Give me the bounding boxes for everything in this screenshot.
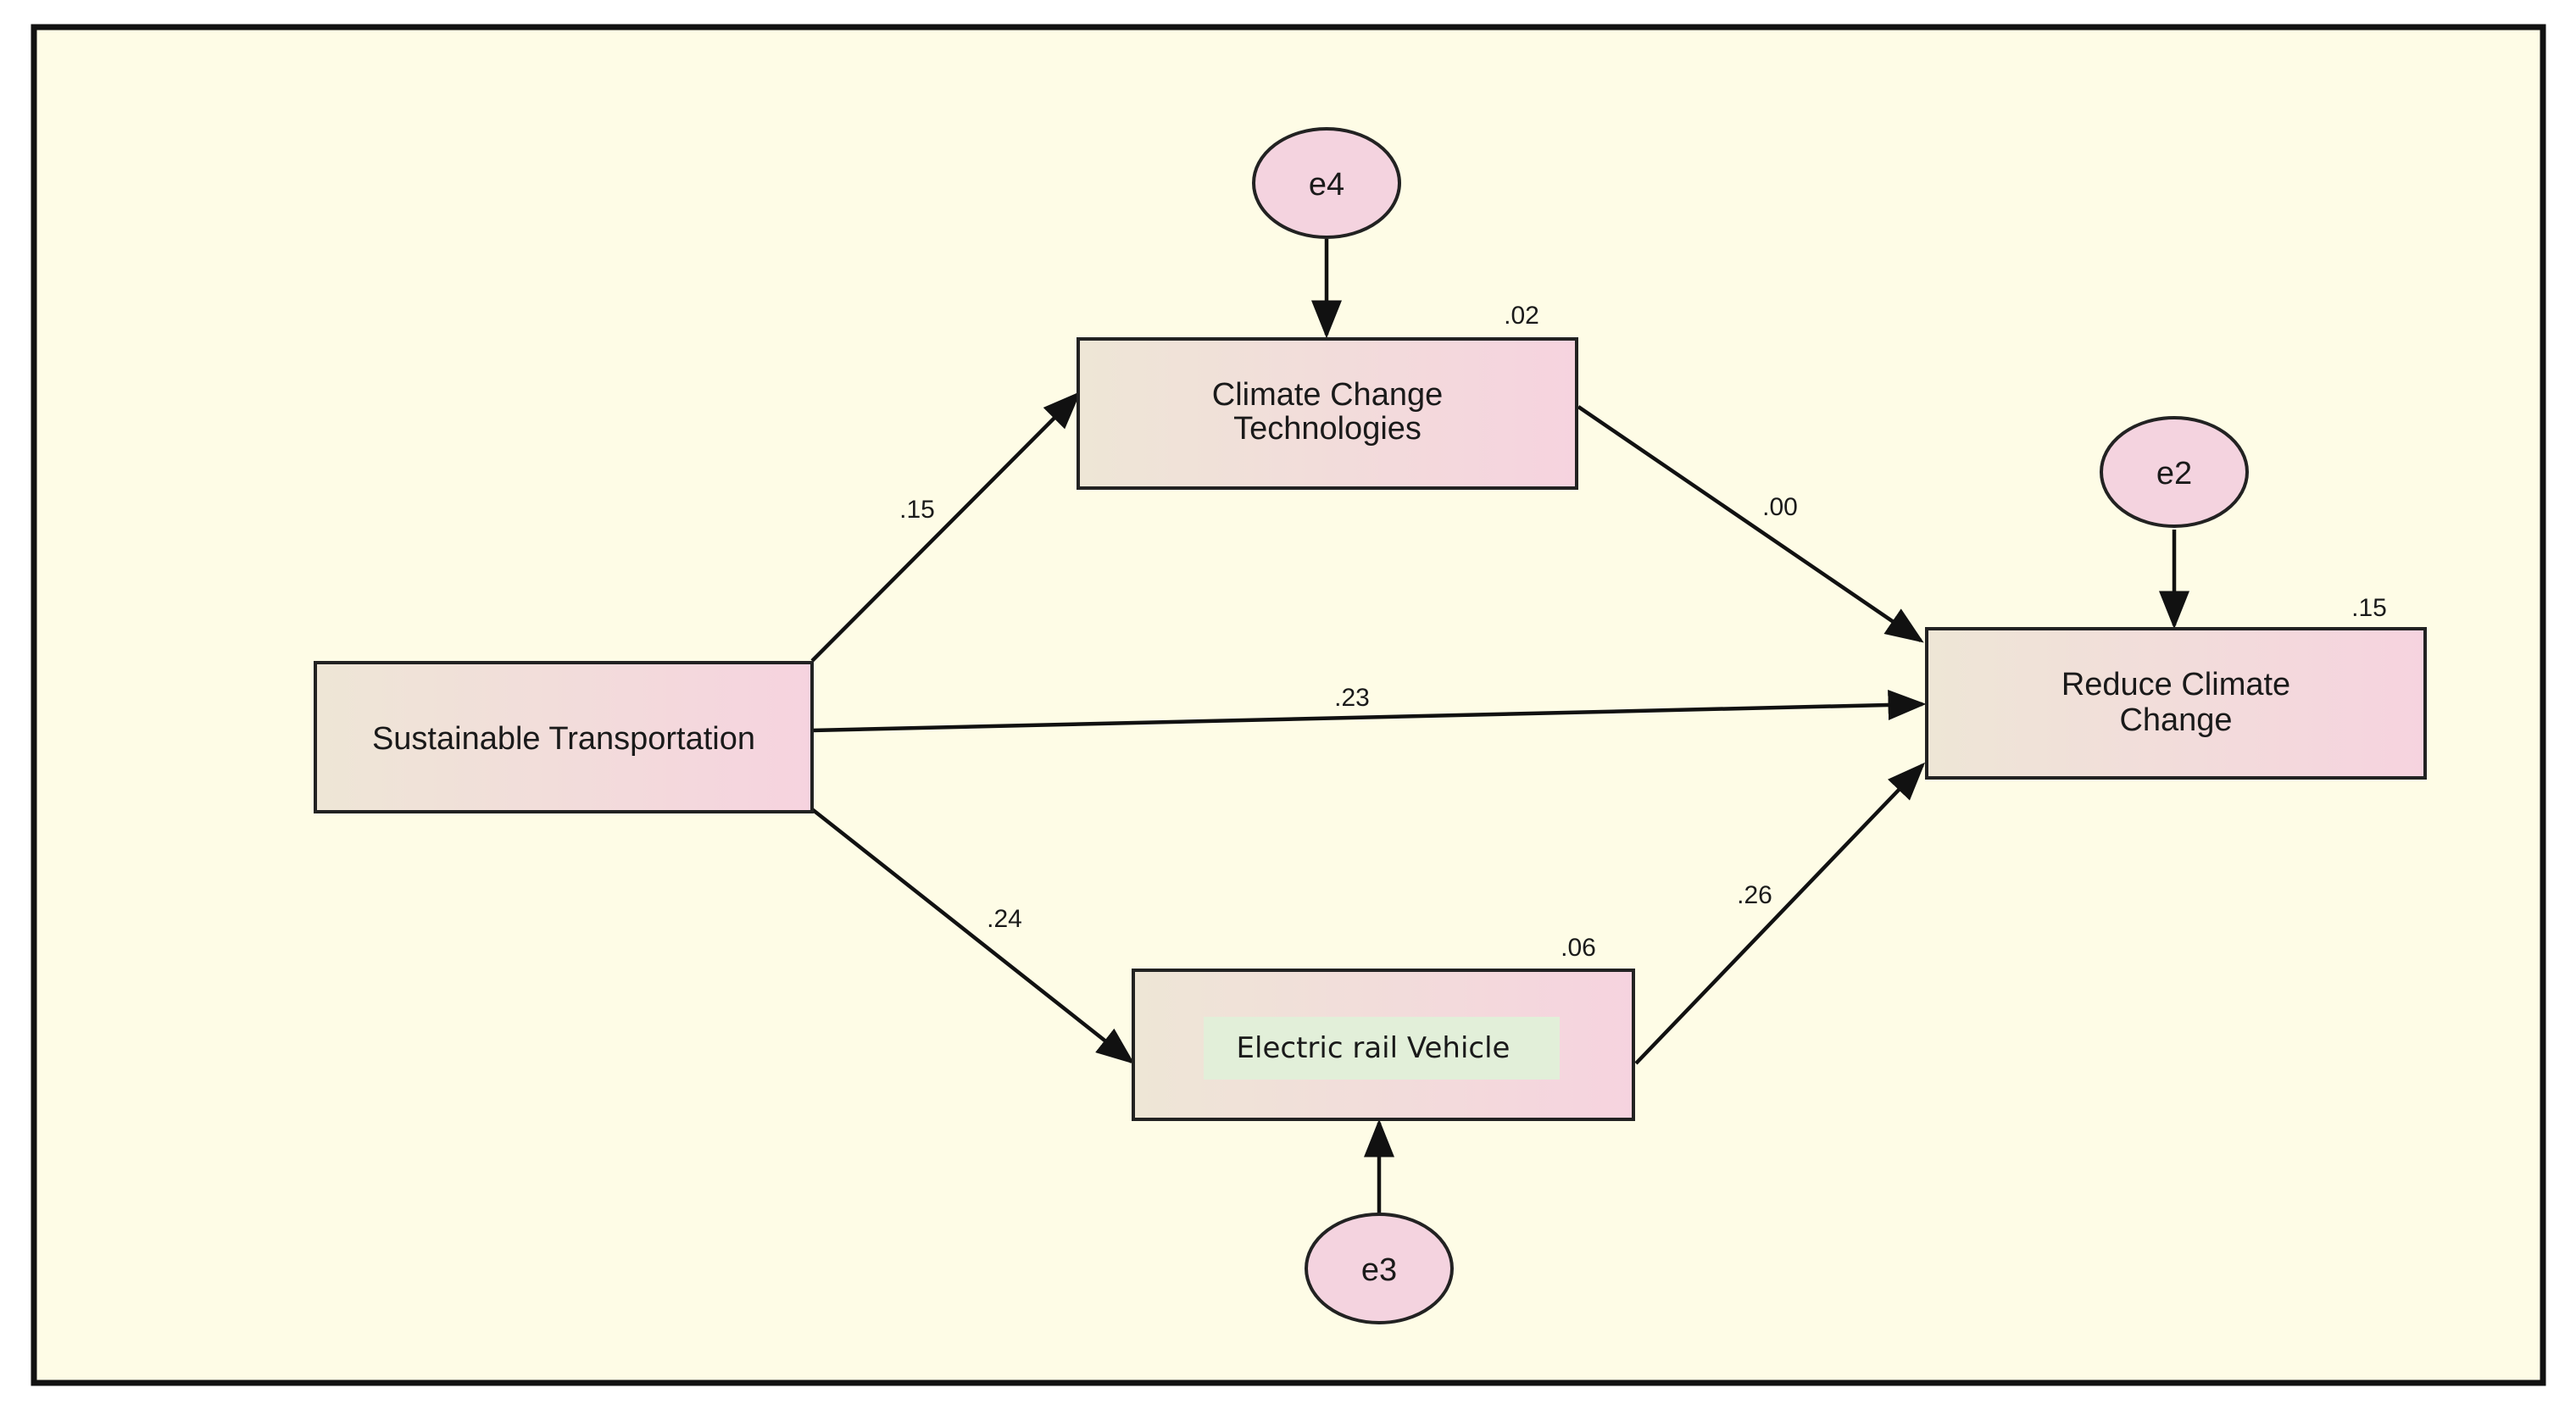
coef-st-to-cct: .15	[899, 496, 935, 524]
label-e2: e2	[2156, 456, 2192, 491]
arrow-st-to-erv	[810, 808, 1135, 1064]
circle-e4	[1252, 127, 1401, 239]
label-climate-change-technologies-line1: Climate Change	[1212, 377, 1443, 413]
inner-label-background	[1204, 1017, 1560, 1080]
coef-st-to-rcc: .23	[1334, 684, 1370, 712]
arrow-st-to-cct	[810, 391, 1082, 663]
node-climate-change-technologies: Climate Change Technologies .02	[1077, 302, 1578, 490]
arrow-cct-to-rcc	[1577, 405, 1924, 643]
box-sustainable-transportation	[314, 661, 814, 813]
label-climate-change-technologies-line2: Technologies	[1233, 411, 1422, 447]
r2-reduce-climate-change: .15	[2351, 594, 2387, 622]
r2-climate-change-technologies: .02	[1504, 302, 1539, 330]
circle-e2	[2100, 416, 2249, 528]
label-sustainable-transportation: Sustainable Transportation	[372, 721, 755, 757]
label-reduce-climate-change-line1: Reduce Climate	[2061, 667, 2290, 702]
coef-cct-to-rcc: .00	[1762, 493, 1798, 521]
coef-erv-to-rcc: .26	[1737, 881, 1772, 909]
circle-e3	[1305, 1213, 1454, 1324]
label-electric-rail-vehicle: Electric rail Vehicle	[1237, 1031, 1511, 1065]
label-e3: e3	[1361, 1252, 1397, 1288]
error-e3: e3	[1305, 1213, 1454, 1324]
error-e4: e4	[1252, 127, 1401, 239]
box-reduce-climate-change	[1925, 627, 2427, 780]
r2-electric-rail-vehicle: .06	[1561, 934, 1596, 962]
path-coefficients: .15 .00 .23 .24 .26	[899, 493, 1798, 933]
box-climate-change-technologies	[1077, 337, 1578, 490]
error-e2: e2	[2100, 416, 2249, 528]
node-reduce-climate-change: Reduce Climate Change .15	[1925, 594, 2427, 780]
arrow-erv-to-rcc	[1634, 762, 1926, 1065]
path-arrows	[810, 239, 2189, 1213]
label-reduce-climate-change-line2: Change	[2119, 702, 2232, 738]
label-e4: e4	[1309, 167, 1344, 203]
node-electric-rail-vehicle: Electric rail Vehicle .06	[1132, 934, 1635, 1121]
coef-st-to-erv: .24	[987, 905, 1022, 933]
node-sustainable-transportation: Sustainable Transportation	[314, 661, 814, 813]
arrow-st-to-rcc	[811, 689, 1927, 733]
